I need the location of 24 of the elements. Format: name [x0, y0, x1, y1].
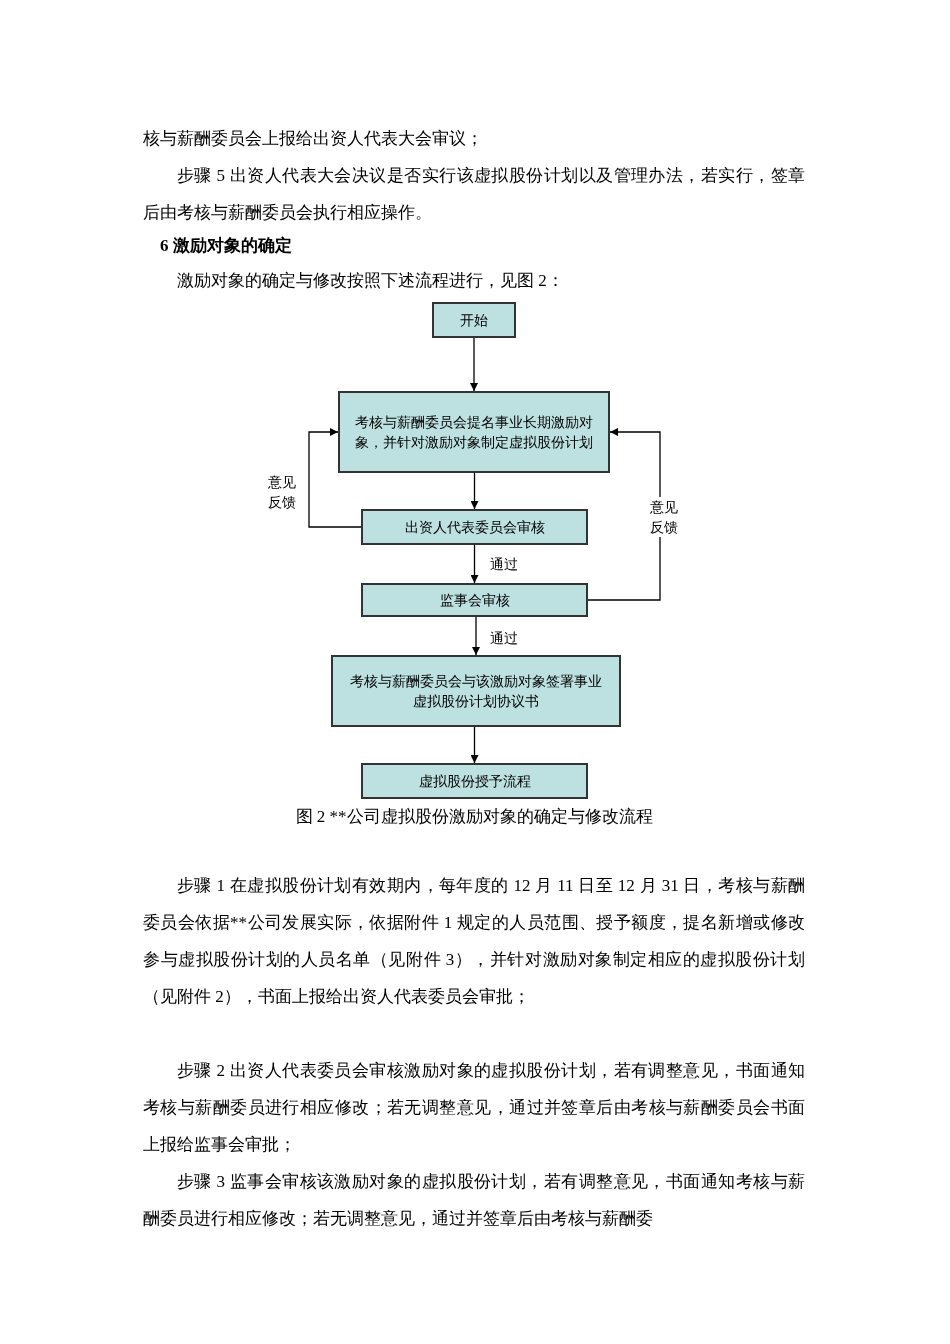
process-box: 监事会审核 [361, 583, 588, 617]
arrow [472, 616, 480, 656]
edge-label: 通过 [490, 628, 518, 648]
arrow [470, 726, 479, 764]
edge-label: 意见反馈 [650, 497, 678, 537]
start-box: 开始 [432, 302, 516, 338]
arrow [308, 428, 362, 528]
process-box: 考核与薪酬委员会提名事业长期激励对象，并针对激励对象制定虚拟股份计划 [338, 391, 610, 473]
edge-label: 意见反馈 [268, 472, 296, 512]
process-box: 出资人代表委员会审核 [361, 509, 588, 545]
arrow [470, 472, 479, 510]
arrow [470, 544, 479, 584]
body-text: 步骤 2 出资人代表委员会审核激励对象的虚拟股份计划，若有调整意见，书面通知考核与薪酬委员进行相应修改；若无调整意见，通过并签章后由考核与薪酬委员会书面上报给监事会审批； [143, 1060, 805, 1156]
body-text: 激励对象的确定与修改按照下述流程进行，见图 2： [176, 270, 565, 292]
body-text: 步骤 3 监事会审核该激励对象的虚拟股份计划，若有调整意见，书面通知考核与薪酬委员进行相应修改；若无调整意见，通过并签章后由考核与薪酬委 [143, 1171, 805, 1230]
body-text: 步骤 5 出资人代表大会决议是否实行该虚拟股份计划以及管理办法，若实行，签章后由考核与薪酬委员会执行相应操作。 [143, 165, 805, 224]
arrow [470, 337, 478, 392]
process-box: 考核与薪酬委员会与该激励对象签署事业虚拟股份计划协议书 [331, 655, 621, 727]
body-text: 核与薪酬委员会上报给出资人代表大会审议； [143, 128, 484, 150]
process-box: 虚拟股份授予流程 [361, 763, 588, 799]
edge-label: 通过 [490, 554, 518, 574]
section-heading: 6 激励对象的确定 [160, 235, 293, 257]
figure-caption: 图 2 **公司虚拟股份激励对象的确定与修改流程 [294, 806, 654, 828]
body-text: 步骤 1 在虚拟股份计划有效期内，每年度的 12 月 11 日至 12 月 31 日，考核与薪酬委员会依据**公司发展实际，依据附件 1 规定的人员范围、授予额度，提名新增或修改参与虚拟股份计划的人员名单（见附件 3），并针对激励对象制定相应的虚拟股份计划（见附件 2），书面上报给出资人代表委员会审批； [143, 875, 805, 1008]
